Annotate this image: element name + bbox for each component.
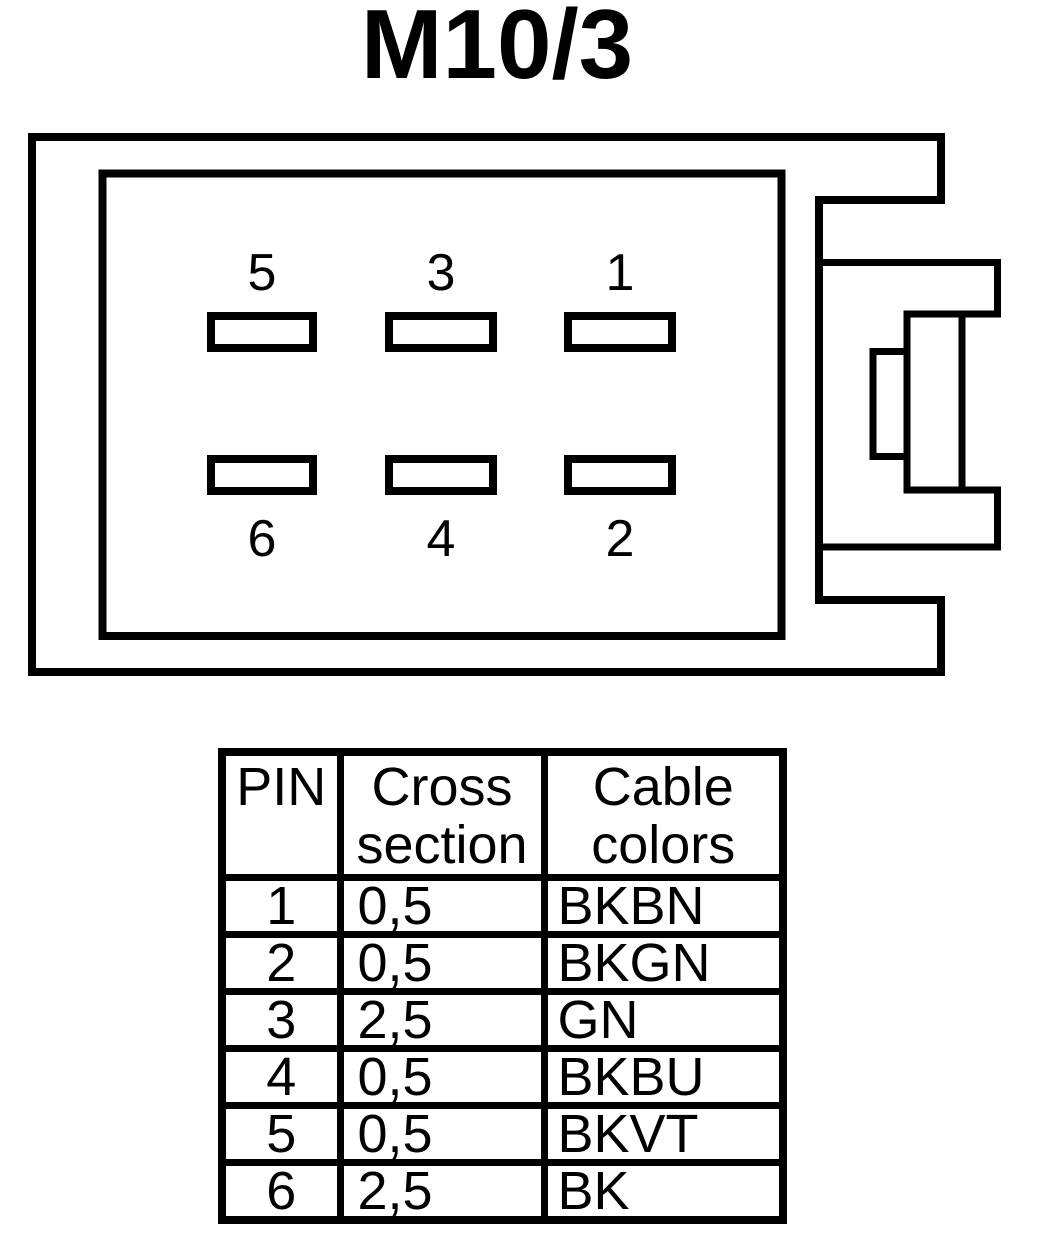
cell-cable-colors: BKGN	[540, 931, 787, 995]
header-pin: PIN	[218, 748, 344, 881]
table-row: 6 2,5 BK	[218, 1159, 787, 1224]
connector-title: M10/3	[360, 0, 634, 99]
pin-number-4: 4	[426, 510, 456, 568]
cell-pin: 2	[218, 931, 344, 995]
cell-cross-section: 0,5	[336, 1102, 548, 1166]
latch-lower-step	[819, 486, 1001, 551]
header-cable-colors: Cable colors	[540, 748, 787, 881]
cell-pin: 3	[218, 988, 344, 1052]
latch-tab	[903, 310, 966, 494]
cell-cable-colors: BKVT	[540, 1102, 787, 1166]
cell-cross-section: 0,5	[336, 1045, 548, 1109]
connector-inner-face	[98, 169, 786, 640]
header-cross-section: Cross section	[336, 748, 548, 881]
pin-number-1: 1	[605, 244, 635, 302]
pin-number-2: 2	[605, 510, 635, 568]
cell-pin: 1	[218, 874, 344, 938]
cell-cross-section: 0,5	[336, 931, 548, 995]
pin-assignment-table: PIN Cross section Cable colors 1 0,5 BKB…	[218, 748, 787, 1224]
pin-slot-1	[564, 312, 676, 352]
cell-cable-colors: BKBN	[540, 874, 787, 938]
pin-slot-2	[564, 455, 676, 495]
table-row: 2 0,5 BKGN	[218, 931, 787, 995]
cell-cable-colors: BKBU	[540, 1045, 787, 1109]
cell-cross-section: 0,5	[336, 874, 548, 938]
pin-number-6: 6	[247, 510, 277, 568]
pin-slot-5	[207, 312, 317, 352]
connector-body-outline	[28, 133, 945, 676]
cell-cable-colors: BK	[540, 1159, 787, 1224]
table-header-row: PIN Cross section Cable colors	[218, 748, 787, 881]
table-row: 4 0,5 BKBU	[218, 1045, 787, 1109]
pin-slot-6	[207, 455, 317, 495]
latch-catch	[869, 348, 911, 460]
table-row: 5 0,5 BKVT	[218, 1102, 787, 1166]
pin-number-3: 3	[426, 244, 456, 302]
cell-pin: 6	[218, 1159, 344, 1224]
latch-upper-step	[819, 259, 1001, 318]
cell-pin: 4	[218, 1045, 344, 1109]
pin-number-5: 5	[247, 244, 277, 302]
cell-cross-section: 2,5	[336, 988, 548, 1052]
cell-cross-section: 2,5	[336, 1159, 548, 1224]
cell-cable-colors: GN	[540, 988, 787, 1052]
cell-pin: 5	[218, 1102, 344, 1166]
table-row: 3 2,5 GN	[218, 988, 787, 1052]
table-row: 1 0,5 BKBN	[218, 874, 787, 938]
pin-slot-3	[385, 312, 497, 352]
pin-slot-4	[385, 455, 497, 495]
